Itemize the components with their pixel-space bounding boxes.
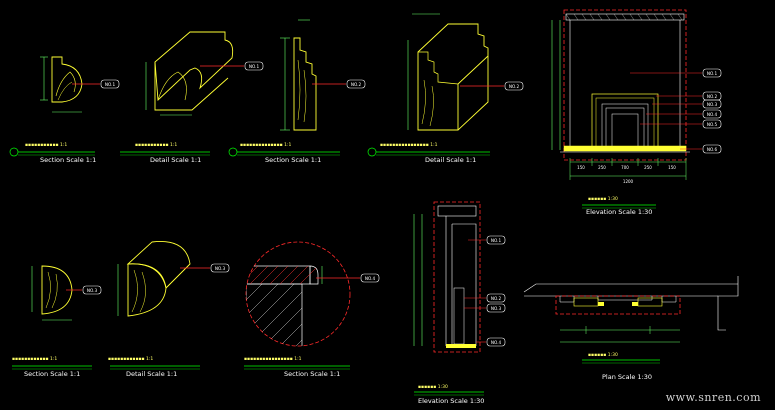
front-dim-1: 150 <box>577 165 585 170</box>
detail-6-perspective: NO.3 ▪▪▪▪▪▪▪▪▪▪▪▪ 1:1 Detail Scale 1:1 <box>108 241 230 378</box>
detail-7-tag: NO.4 <box>365 276 376 281</box>
front-dim-4: 250 <box>644 165 652 170</box>
front-elevation-caption: Elevation Scale 1:30 <box>586 208 652 216</box>
detail-6-caption: Detail Scale 1:1 <box>126 370 177 378</box>
front-dim-total: 1200 <box>623 179 634 184</box>
front-tag-5: NO.5 <box>707 122 718 127</box>
plan-caption: Plan Scale 1:30 <box>602 373 652 381</box>
side-elevation-caption: Elevation Scale 1:30 <box>418 397 484 405</box>
front-tag-3: NO.3 <box>707 102 718 107</box>
detail-1-tag: NO.1 <box>105 82 116 87</box>
plan-view: ▪▪▪▪▪▪ 1:30 Plan Scale 1:30 <box>523 276 739 381</box>
detail-5-section: NO.3 ▪▪▪▪▪▪▪▪▪▪▪▪ 1:1 Section Scale 1:1 <box>12 265 102 378</box>
side-elevation: NO.1 NO.2 NO.3 NO.4 ▪▪▪▪▪▪ 1:30 Elevatio… <box>413 201 506 405</box>
svg-text:▪▪▪▪▪▪ 1:30: ▪▪▪▪▪▪ 1:30 <box>418 384 448 390</box>
detail-3-caption: Section Scale 1:1 <box>265 156 321 164</box>
svg-text:▪▪▪▪▪▪ 1:30: ▪▪▪▪▪▪ 1:30 <box>588 196 618 202</box>
svg-text:▪▪▪▪▪▪▪▪▪▪▪▪ 1:1: ▪▪▪▪▪▪▪▪▪▪▪▪ 1:1 <box>108 356 153 362</box>
svg-text:▪▪▪▪▪▪▪▪▪▪▪▪▪▪▪▪ 1:1: ▪▪▪▪▪▪▪▪▪▪▪▪▪▪▪▪ 1:1 <box>380 142 438 148</box>
detail-7-caption: Section Scale 1:1 <box>284 370 340 378</box>
svg-text:▪▪▪▪▪▪ 1:30: ▪▪▪▪▪▪ 1:30 <box>588 352 618 358</box>
detail-6-tag: NO.3 <box>215 266 226 271</box>
front-dim-3: 700 <box>621 165 629 170</box>
front-dim-5: 150 <box>668 165 676 170</box>
front-elevation: 150 250 700 250 150 1200 NO.1 NO.2 NO.3 … <box>551 9 722 216</box>
svg-text:▪▪▪▪▪▪▪▪▪▪▪▪ 1:1: ▪▪▪▪▪▪▪▪▪▪▪▪ 1:1 <box>12 356 57 362</box>
side-tag-1: NO.1 <box>491 238 502 243</box>
detail-2-tag: NO.1 <box>249 64 260 69</box>
detail-7-section: NO.4 ▪▪▪▪▪▪▪▪▪▪▪▪▪▪▪▪ 1:1 Section Scale … <box>244 241 380 378</box>
detail-2-caption: Detail Scale 1:1 <box>150 156 201 164</box>
front-tag-4: NO.4 <box>707 112 718 117</box>
detail-3-tag: NO.2 <box>351 82 362 87</box>
svg-text:▪▪▪▪▪▪▪▪▪▪▪ 1:1: ▪▪▪▪▪▪▪▪▪▪▪ 1:1 <box>25 142 67 148</box>
front-tag-6: NO.6 <box>707 147 718 152</box>
svg-text:▪▪▪▪▪▪▪▪▪▪▪▪▪▪ 1:1: ▪▪▪▪▪▪▪▪▪▪▪▪▪▪ 1:1 <box>240 142 292 148</box>
front-dim-2: 250 <box>598 165 606 170</box>
svg-text:▪▪▪▪▪▪▪▪▪▪▪▪▪▪▪▪ 1:1: ▪▪▪▪▪▪▪▪▪▪▪▪▪▪▪▪ 1:1 <box>244 356 302 362</box>
detail-5-tag: NO.3 <box>87 288 98 293</box>
side-tag-3: NO.3 <box>491 306 502 311</box>
front-tag-1: NO.1 <box>707 71 718 76</box>
front-tag-2: NO.2 <box>707 94 718 99</box>
watermark: www.snren.com <box>665 391 761 404</box>
detail-1-section: NO.1 ▪▪▪▪▪▪▪▪▪▪▪ 1:1 Section Scale 1:1 <box>9 56 120 164</box>
side-tag-4: NO.4 <box>491 340 502 345</box>
detail-3-section: NO.2 ▪▪▪▪▪▪▪▪▪▪▪▪▪▪ 1:1 Section Scale 1:… <box>228 19 366 164</box>
detail-4-perspective: NO.2 ▪▪▪▪▪▪▪▪▪▪▪▪▪▪▪▪ 1:1 Detail Scale 1… <box>367 13 524 164</box>
side-tag-2: NO.2 <box>491 296 502 301</box>
detail-4-caption: Detail Scale 1:1 <box>425 156 476 164</box>
detail-5-caption: Section Scale 1:1 <box>24 370 80 378</box>
svg-text:▪▪▪▪▪▪▪▪▪▪▪ 1:1: ▪▪▪▪▪▪▪▪▪▪▪ 1:1 <box>135 142 177 148</box>
detail-1-caption: Section Scale 1:1 <box>40 156 96 164</box>
detail-4-tag: NO.2 <box>509 84 520 89</box>
detail-2-perspective: NO.1 ▪▪▪▪▪▪▪▪▪▪▪ 1:1 Detail Scale 1:1 <box>120 31 264 164</box>
